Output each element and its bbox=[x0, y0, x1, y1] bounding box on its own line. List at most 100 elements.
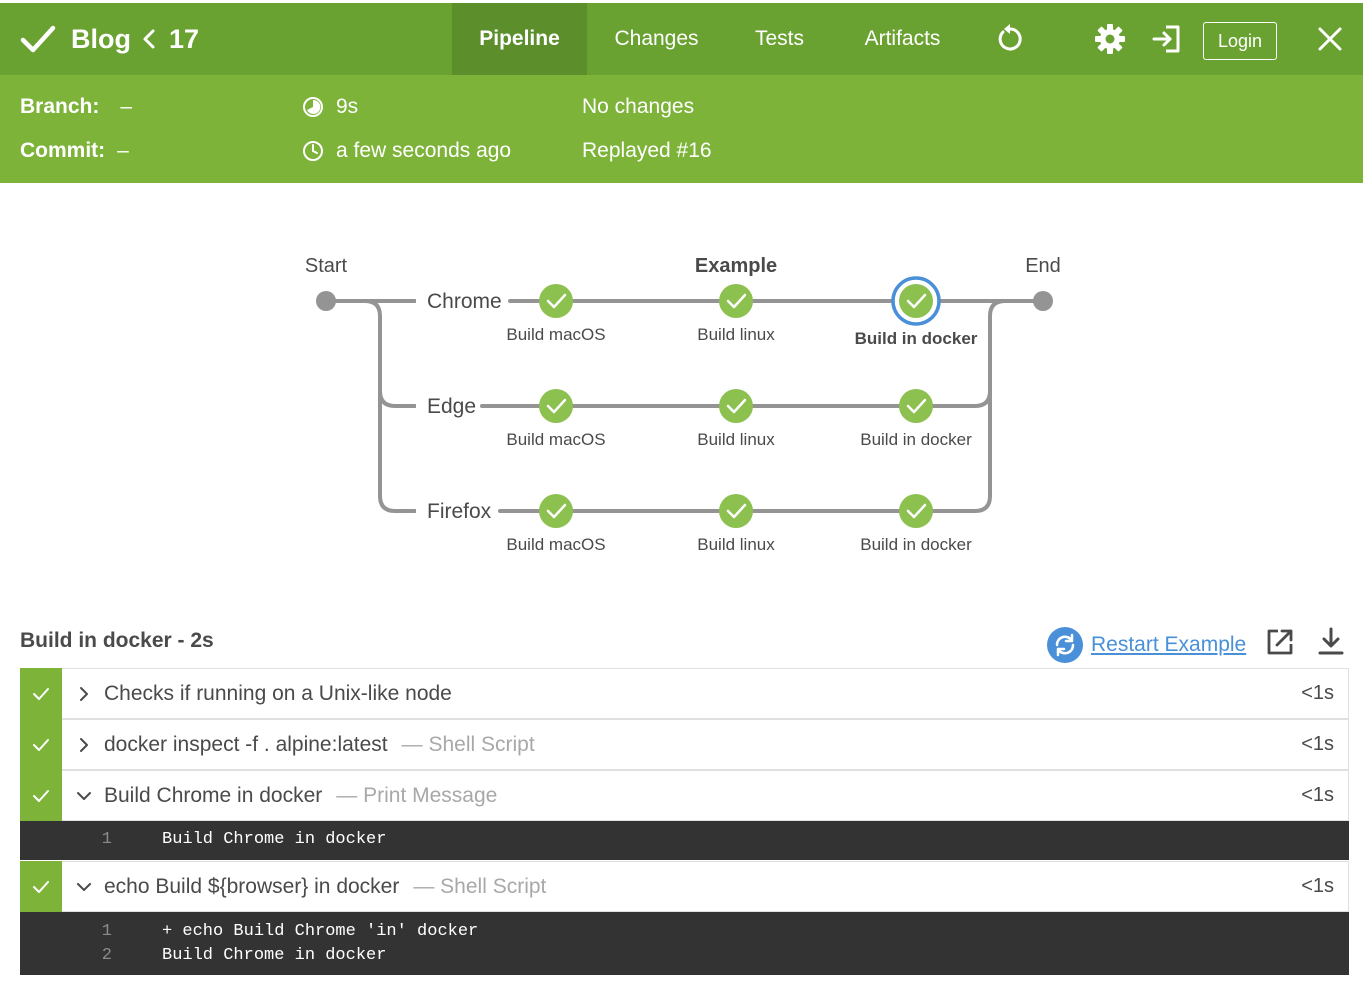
step-status bbox=[20, 861, 62, 912]
pipeline-name[interactable]: Blog bbox=[71, 23, 131, 54]
tab-bar: Pipeline Changes Tests Artifacts bbox=[452, 3, 972, 75]
node-label: Build in docker bbox=[860, 430, 972, 449]
log-line: 2 Build Chrome in docker bbox=[20, 943, 1349, 967]
tab-tests[interactable]: Tests bbox=[754, 27, 804, 50]
step-name: echo Build ${browser} in docker bbox=[104, 874, 400, 898]
step-type: — Shell Script bbox=[401, 732, 535, 756]
node-label: Build macOS bbox=[506, 535, 605, 554]
node-chrome-linux[interactable] bbox=[719, 284, 753, 318]
node-label: Build linux bbox=[697, 430, 775, 449]
step-type: — Print Message bbox=[336, 783, 498, 807]
step-log: 1 + echo Build Chrome 'in' docker 2 Buil… bbox=[20, 912, 1349, 975]
node-chrome-docker[interactable] bbox=[899, 284, 933, 318]
success-check-icon bbox=[33, 789, 49, 802]
restart-icon bbox=[1047, 627, 1083, 663]
step-name: Build Chrome in docker bbox=[104, 783, 323, 807]
download-icon[interactable] bbox=[1316, 627, 1346, 657]
commit-label: Commit: bbox=[20, 139, 106, 162]
commit-value: – bbox=[117, 139, 129, 162]
success-check-icon bbox=[33, 738, 49, 751]
step-duration: <1s bbox=[1301, 875, 1334, 897]
log-line-text: Build Chrome in docker bbox=[162, 829, 387, 849]
tab-artifacts[interactable]: Artifacts bbox=[864, 27, 941, 50]
node-label-selected: Build in docker bbox=[855, 329, 978, 348]
step-row[interactable]: docker inspect -f . alpine:latest — Shel… bbox=[20, 719, 1349, 770]
log-line: 1 Build Chrome in docker bbox=[20, 827, 1349, 851]
log-line-number: 1 bbox=[101, 829, 112, 849]
step-type: — Shell Script bbox=[413, 874, 547, 898]
node-chrome-macos[interactable] bbox=[539, 284, 573, 318]
node-firefox-macos[interactable] bbox=[539, 494, 573, 528]
log-line: 1 + echo Build Chrome 'in' docker bbox=[20, 919, 1349, 943]
top-bar: Blog 17 Pipeline Changes Tests Artifacts… bbox=[0, 0, 1363, 75]
node-label: Build in docker bbox=[860, 535, 972, 554]
success-check-icon bbox=[33, 880, 49, 893]
step-row[interactable]: Build Chrome in docker — Print Message <… bbox=[20, 770, 1349, 821]
gear-icon[interactable] bbox=[1094, 23, 1126, 55]
chevron-left-icon bbox=[143, 29, 155, 49]
time-ago-value: a few seconds ago bbox=[336, 139, 512, 162]
node-label: Build macOS bbox=[506, 430, 605, 449]
commit-info: Commit: – bbox=[20, 139, 129, 163]
pipeline-graph: Start End Example Chrome Edge Firefox Bu… bbox=[0, 183, 1363, 603]
sign-in-icon[interactable] bbox=[1151, 23, 1183, 55]
end-label: End bbox=[1025, 255, 1061, 277]
branch-label: Branch: bbox=[20, 95, 100, 118]
step-log: 1 Build Chrome in docker bbox=[20, 821, 1349, 860]
start-label: Start bbox=[305, 255, 348, 277]
clock-icon bbox=[303, 141, 323, 161]
chevron-down-icon bbox=[77, 791, 91, 800]
check-icon bbox=[20, 25, 56, 53]
start-node bbox=[316, 291, 336, 311]
close-icon[interactable] bbox=[1316, 25, 1344, 53]
step-row[interactable]: Checks if running on a Unix-like node <1… bbox=[20, 668, 1349, 719]
steps-title: Build in docker - 2s bbox=[20, 629, 214, 652]
tab-changes[interactable]: Changes bbox=[614, 27, 699, 50]
node-label: Build linux bbox=[697, 535, 775, 554]
node-edge-linux[interactable] bbox=[719, 389, 753, 423]
step-status bbox=[20, 719, 62, 770]
stage-label: Example bbox=[695, 255, 777, 277]
login-button[interactable]: Login bbox=[1203, 22, 1277, 60]
success-check-icon bbox=[33, 687, 49, 700]
run-title: Blog 17 bbox=[20, 3, 199, 75]
branch-label-edge: Edge bbox=[427, 395, 476, 418]
branch-value: – bbox=[120, 95, 133, 118]
timer-icon bbox=[303, 97, 323, 117]
branch-label-chrome: Chrome bbox=[427, 290, 502, 313]
replay-icon[interactable] bbox=[994, 23, 1026, 55]
log-line-number: 2 bbox=[101, 945, 112, 965]
log-line-text: Build Chrome in docker bbox=[162, 945, 387, 965]
chevron-down-icon bbox=[77, 882, 91, 891]
tab-pipeline[interactable]: Pipeline bbox=[452, 3, 587, 75]
restart-stage-link[interactable]: Restart Example bbox=[1047, 627, 1246, 663]
log-line-text: + echo Build Chrome 'in' docker bbox=[162, 921, 479, 941]
duration-value: 9s bbox=[336, 95, 359, 118]
branch-info: Branch: – bbox=[20, 95, 132, 119]
step-name: docker inspect -f . alpine:latest bbox=[104, 732, 388, 756]
node-label: Build linux bbox=[697, 325, 775, 344]
restart-label: Restart Example bbox=[1091, 633, 1247, 656]
node-edge-docker[interactable] bbox=[899, 389, 933, 423]
chevron-right-icon bbox=[80, 737, 88, 752]
node-edge-macos[interactable] bbox=[539, 389, 573, 423]
external-link-icon[interactable] bbox=[1265, 627, 1295, 657]
step-row[interactable]: echo Build ${browser} in docker — Shell … bbox=[20, 861, 1349, 912]
duration-info: 9s bbox=[302, 95, 358, 119]
step-name: Checks if running on a Unix-like node bbox=[104, 681, 452, 705]
run-info-bar: Branch: – Commit: – 9s a few seconds ago… bbox=[0, 75, 1363, 183]
log-line-number: 1 bbox=[101, 921, 112, 941]
time-info: a few seconds ago bbox=[302, 139, 511, 163]
changes-info: No changes bbox=[582, 95, 695, 118]
step-duration: <1s bbox=[1301, 682, 1334, 704]
run-number: 17 bbox=[169, 23, 200, 54]
pipeline-graph-svg: Start End Example Chrome Edge Firefox Bu… bbox=[305, 255, 1061, 554]
step-duration: <1s bbox=[1301, 784, 1334, 806]
step-duration: <1s bbox=[1301, 733, 1334, 755]
branch-label-firefox: Firefox bbox=[427, 500, 492, 523]
node-firefox-linux[interactable] bbox=[719, 494, 753, 528]
replayed-info: Replayed #16 bbox=[582, 139, 712, 162]
step-status bbox=[20, 668, 62, 719]
node-firefox-docker[interactable] bbox=[899, 494, 933, 528]
step-status bbox=[20, 770, 62, 821]
